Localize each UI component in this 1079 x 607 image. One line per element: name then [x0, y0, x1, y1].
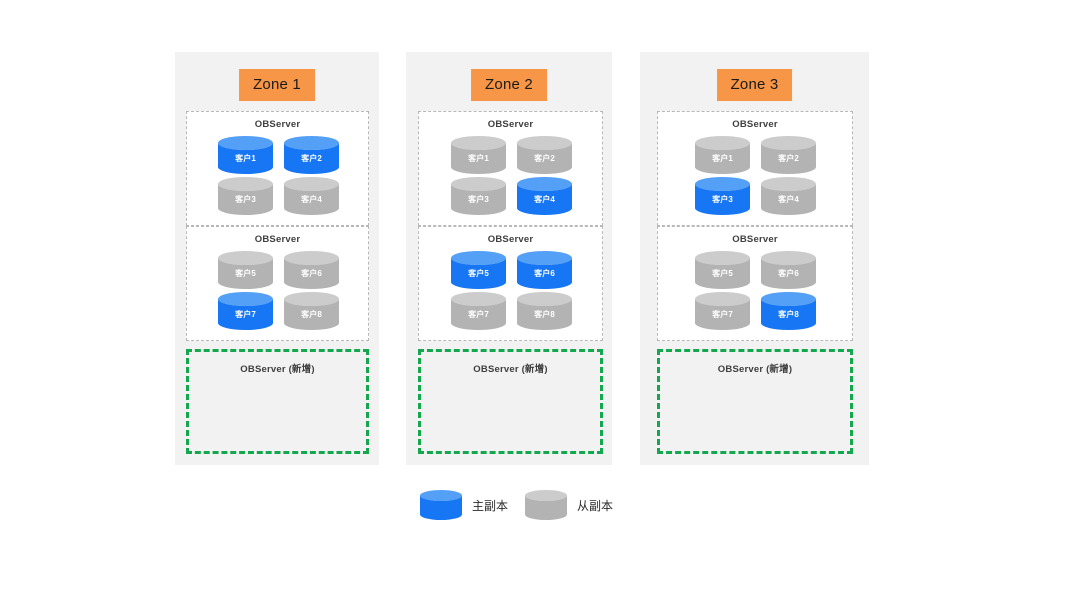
legend: 主副本 从副本 — [420, 488, 650, 524]
observer-box-1-2: OBServer 客户5 客户6 客户7 客户8 — [186, 226, 369, 341]
replica-cylinder[interactable]: 客户8 — [284, 292, 339, 330]
legend-item-follower: 从副本 — [525, 488, 635, 524]
replica-cylinder[interactable]: 客户1 — [451, 136, 506, 174]
replica-cylinder[interactable]: 客户4 — [761, 177, 816, 215]
legend-label-primary: 主副本 — [472, 499, 509, 513]
replica-cylinder[interactable]: 客户7 — [218, 292, 273, 330]
replica-cylinder[interactable]: 客户5 — [451, 251, 506, 289]
follower-replica-icon — [525, 490, 567, 520]
replica-cylinder[interactable]: 客户5 — [218, 251, 273, 289]
primary-replica-icon — [420, 490, 462, 520]
replica-cylinder[interactable]: 客户2 — [517, 136, 572, 174]
observer-new-title: OBServer (新增) — [473, 364, 548, 375]
observer-box-1-1: OBServer 客户1 客户2 客户3 客户4 — [186, 111, 369, 226]
replica-cylinder[interactable]: 客户1 — [695, 136, 750, 174]
replica-cylinder[interactable]: 客户3 — [451, 177, 506, 215]
observer-new-box-1: OBServer (新增) — [186, 349, 369, 454]
observer-title: OBServer — [487, 234, 534, 245]
replica-cylinder[interactable]: 客户2 — [761, 136, 816, 174]
replica-cylinder[interactable]: 客户4 — [284, 177, 339, 215]
observer-new-box-2: OBServer (新增) — [418, 349, 603, 454]
replica-cylinder[interactable]: 客户6 — [517, 251, 572, 289]
zone-badge-1: Zone 1 — [239, 69, 315, 101]
legend-item-primary: 主副本 — [420, 488, 530, 524]
replica-cylinder[interactable]: 客户6 — [284, 251, 339, 289]
observer-title: OBServer — [732, 234, 778, 245]
zone-badge-2: Zone 2 — [471, 69, 547, 101]
replica-cylinder[interactable]: 客户5 — [695, 251, 750, 289]
replica-cylinder[interactable]: 客户3 — [218, 177, 273, 215]
observer-title: OBServer — [254, 119, 301, 130]
replica-cylinder[interactable]: 客户8 — [517, 292, 572, 330]
zone-panel-1: Zone 1 OBServer 客户1 客户2 客户3 客户4 OBServer — [175, 52, 379, 465]
replica-cylinder[interactable]: 客户8 — [761, 292, 816, 330]
replica-cylinder[interactable]: 客户1 — [218, 136, 273, 174]
observer-new-box-3: OBServer (新增) — [657, 349, 853, 454]
observer-title: OBServer — [732, 119, 778, 130]
replica-cylinder[interactable]: 客户4 — [517, 177, 572, 215]
zone-panel-3: Zone 3 OBServer 客户1 客户2 客户3 客户4 OBServer — [640, 52, 869, 465]
observer-new-title: OBServer (新增) — [240, 364, 315, 375]
zone-panel-2: Zone 2 OBServer 客户1 客户2 客户3 客户4 OBServer — [406, 52, 612, 465]
observer-box-3-1: OBServer 客户1 客户2 客户3 客户4 — [657, 111, 853, 226]
legend-label-follower: 从副本 — [577, 499, 614, 513]
observer-title: OBServer — [254, 234, 301, 245]
replica-cylinder[interactable]: 客户2 — [284, 136, 339, 174]
observer-new-title: OBServer (新增) — [717, 364, 793, 375]
replica-cylinder[interactable]: 客户6 — [761, 251, 816, 289]
observer-box-3-2: OBServer 客户5 客户6 客户7 客户8 — [657, 226, 853, 341]
replica-cylinder[interactable]: 客户3 — [695, 177, 750, 215]
zone-badge-3: Zone 3 — [716, 69, 793, 101]
replica-cylinder[interactable]: 客户7 — [451, 292, 506, 330]
replica-cylinder[interactable]: 客户7 — [695, 292, 750, 330]
observer-title: OBServer — [487, 119, 534, 130]
observer-box-2-1: OBServer 客户1 客户2 客户3 客户4 — [418, 111, 603, 226]
observer-box-2-2: OBServer 客户5 客户6 客户7 客户8 — [418, 226, 603, 341]
